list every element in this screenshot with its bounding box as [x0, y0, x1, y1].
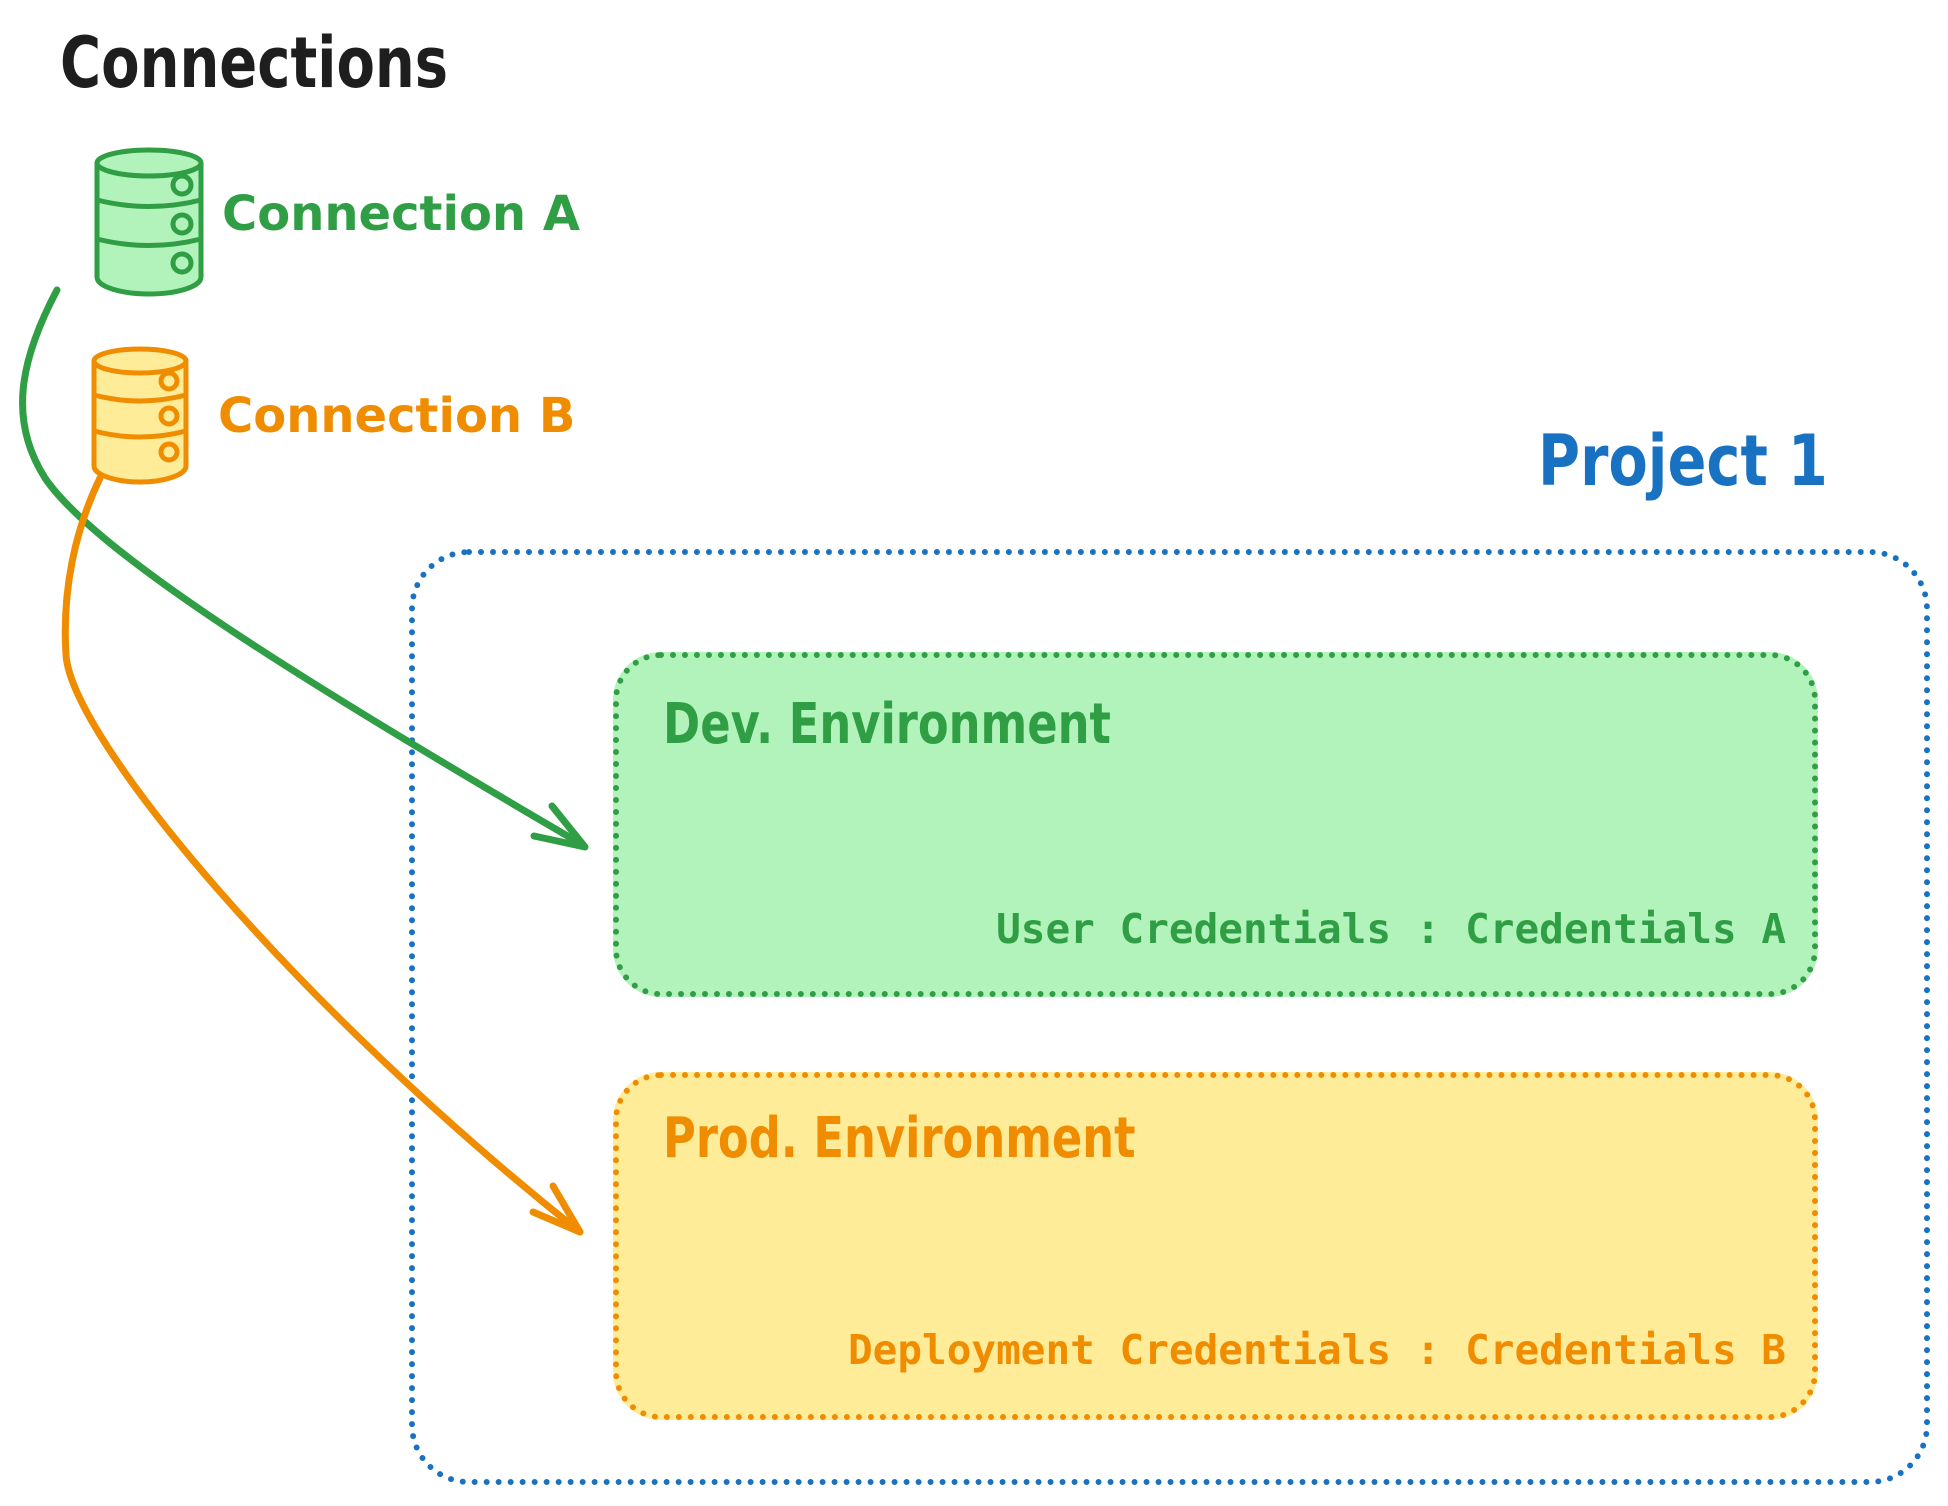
database-icon — [88, 145, 210, 301]
project-title: Project 1 — [1538, 420, 1891, 502]
database-icon-green — [94, 147, 204, 297]
prod-environment-credentials: Deployment Credentials : Credentials B — [848, 1326, 1786, 1374]
project-title-text: Project 1 — [1538, 420, 1828, 502]
dev-environment-credentials: User Credentials : Credentials A — [996, 905, 1786, 953]
connections-heading: Connections — [60, 22, 545, 104]
prod-environment-box: Prod. Environment Deployment Credentials… — [613, 1072, 1818, 1420]
dev-environment-title: Dev. Environment — [663, 692, 1223, 757]
database-icon — [86, 345, 194, 489]
connections-heading-text: Connections — [60, 22, 449, 104]
connection-a-label: Connection A — [222, 186, 580, 242]
prod-environment-title: Prod. Environment — [663, 1106, 1254, 1171]
dev-environment-box: Dev. Environment User Credentials : Cred… — [613, 652, 1818, 997]
dev-environment-title-text: Dev. Environment — [663, 692, 1111, 757]
database-icon-orange — [91, 346, 189, 485]
prod-environment-title-text: Prod. Environment — [663, 1106, 1136, 1171]
connection-b-label: Connection B — [218, 388, 576, 444]
